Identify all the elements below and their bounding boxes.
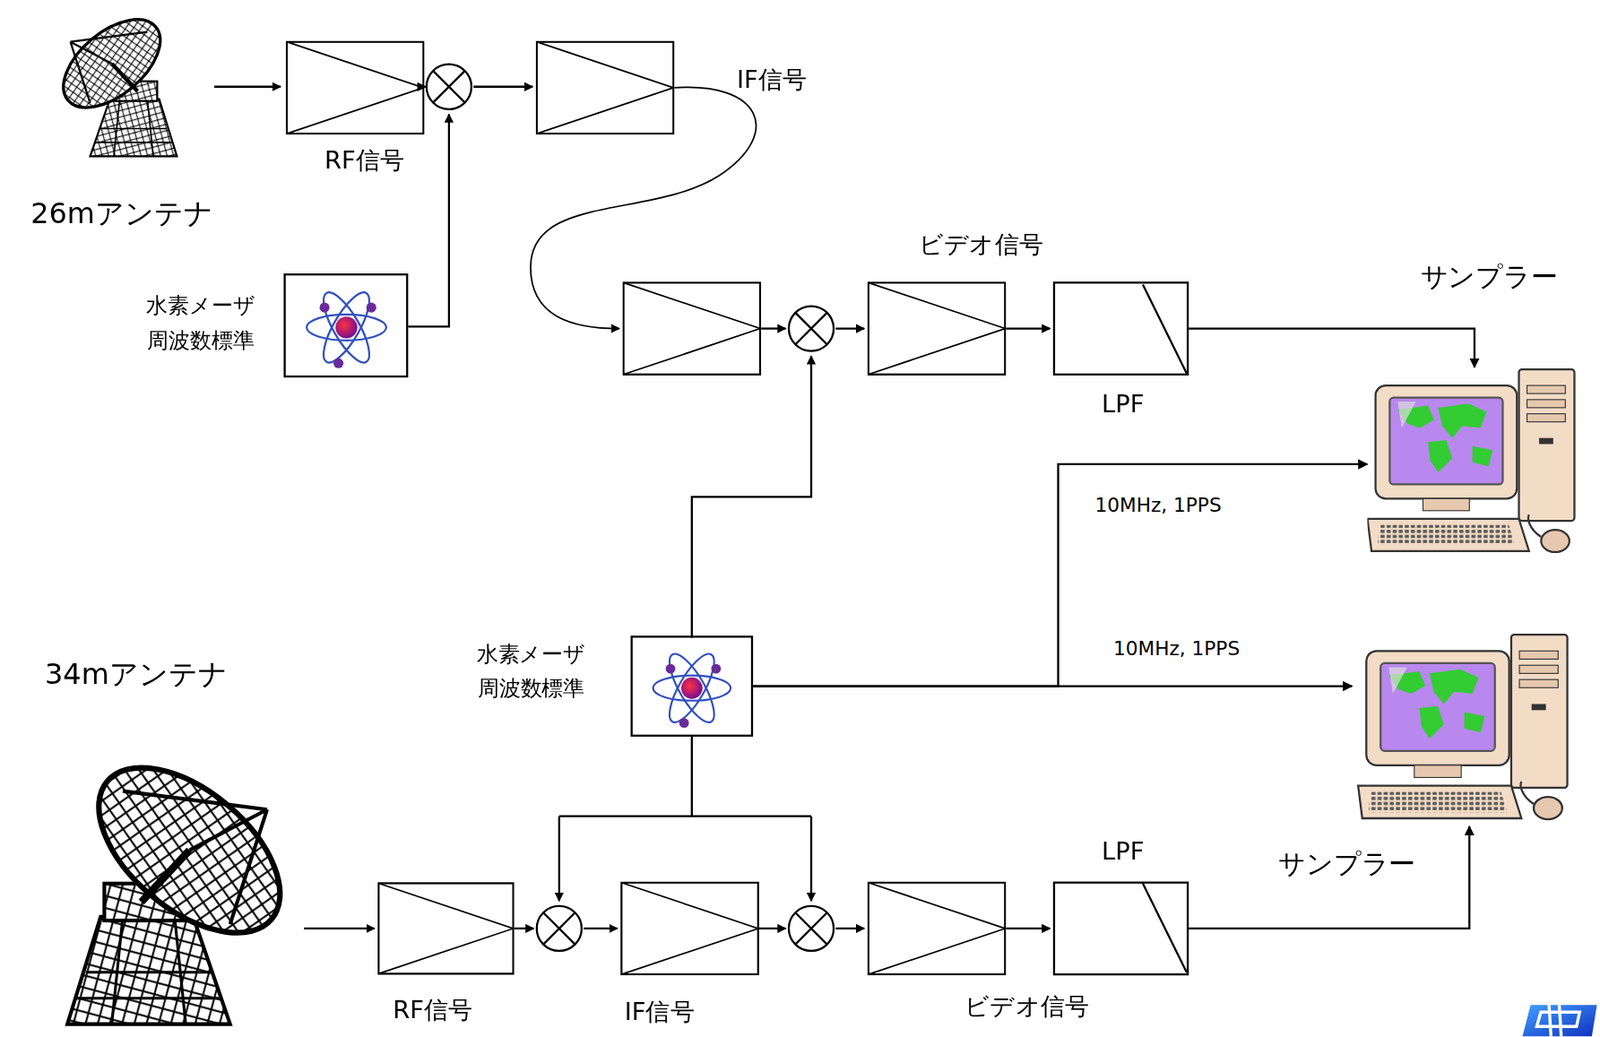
antenna-icon: 26mアンテナ [51, 15, 209, 158]
node-label: サンプラー [1420, 260, 1558, 294]
frequency-standard: 水素メーザ 周波数標準 [283, 273, 408, 378]
node-label: サンプラー [1278, 848, 1416, 882]
frequency-standard: 水素メーザ 周波数標準 [631, 635, 754, 737]
sampler-computer: サンプラー [1351, 632, 1579, 827]
signal-name: IF信号 [736, 65, 807, 96]
node-label: 水素メーザ 周波数標準 [146, 289, 256, 358]
signal-name: RF信号 [392, 995, 473, 1026]
node-label: LPF [1101, 836, 1144, 866]
signal-line [752, 464, 1367, 687]
node-label: LPF [1101, 389, 1144, 420]
signal-name: ビデオ信号 [918, 230, 1045, 260]
signal-line [752, 684, 1352, 687]
signal-line [1188, 328, 1475, 368]
edge-label: 10MHz, 1PPS [1110, 636, 1244, 660]
node-label: 水素メーザ 周波数標準 [476, 637, 587, 706]
signal-name: RF信号 [324, 146, 405, 176]
signal-line [1188, 826, 1470, 929]
lowpass-filter: LPF [1053, 882, 1189, 977]
sampler-computer: サンプラー [1366, 367, 1580, 560]
antenna-icon: 34mアンテナ [9, 754, 304, 1035]
signal-name: IF信号 [624, 997, 695, 1028]
signal-name: ビデオ信号 [964, 992, 1090, 1022]
lowpass-filter: LPF [1053, 281, 1189, 376]
edge-label: 10MHz, 1PPS [1091, 493, 1225, 518]
node-label: 26mアンテナ [30, 197, 214, 232]
node-label: 34mアンテナ [44, 657, 228, 692]
